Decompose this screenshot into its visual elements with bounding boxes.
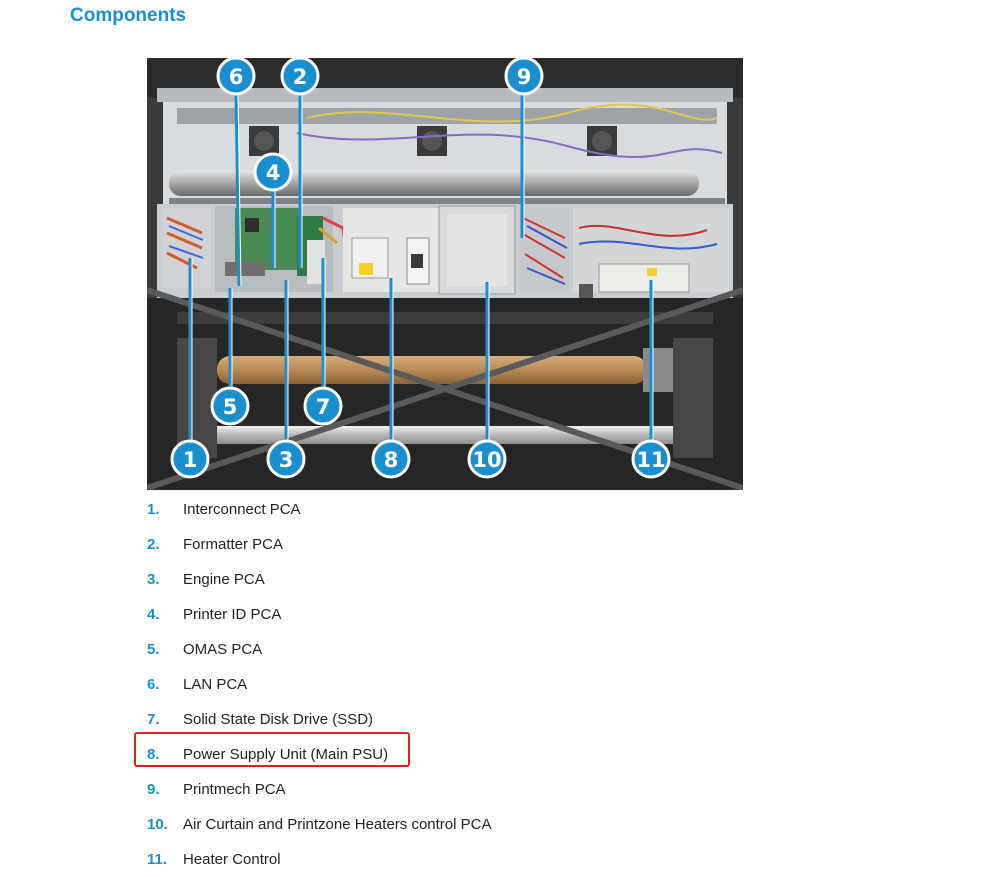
list-item: 9. Printmech PCA <box>147 772 847 807</box>
item-number: 11. <box>147 851 168 868</box>
callout-label: 4 <box>266 161 281 185</box>
list-item: 4. Printer ID PCA <box>147 597 847 632</box>
item-label: OMAS PCA <box>183 641 263 658</box>
callout-badge-1: 1 <box>170 439 210 479</box>
item-number: 6. <box>147 676 160 693</box>
callout-label: 1 <box>183 448 198 472</box>
list-item-highlighted: 8. Power Supply Unit (Main PSU) <box>147 737 847 772</box>
printer-photo-illustration: 1 2 3 4 5 6 7 8 <box>147 58 743 490</box>
callout-label: 8 <box>384 448 399 472</box>
callout-badge-4: 4 <box>253 152 293 192</box>
component-list: 1. Interconnect PCA 2. Formatter PCA 3. … <box>147 492 847 877</box>
item-number: 10. <box>147 816 168 833</box>
item-label: Heater Control <box>183 851 281 868</box>
callout-badge-6: 6 <box>216 58 256 96</box>
callout-label: 9 <box>517 65 532 89</box>
highlight-box <box>134 732 410 767</box>
callout-badge-5: 5 <box>210 386 250 426</box>
item-label: Solid State Disk Drive (SSD) <box>183 711 374 728</box>
callout-badge-8: 8 <box>371 439 411 479</box>
item-label: Formatter PCA <box>183 536 284 553</box>
item-label: Printmech PCA <box>183 781 286 798</box>
list-item: 7. Solid State Disk Drive (SSD) <box>147 702 847 737</box>
item-label: Air Curtain and Printzone Heaters contro… <box>183 816 492 833</box>
section-title: Components <box>70 5 187 26</box>
item-label: Power Supply Unit (Main PSU) <box>183 746 389 763</box>
list-item: 6. LAN PCA <box>147 667 847 702</box>
callout-label: 3 <box>279 448 294 472</box>
callout-label: 2 <box>293 65 308 89</box>
paper-roll-core <box>217 356 647 384</box>
item-number: 7. <box>147 711 160 728</box>
item-number: 5. <box>147 641 160 658</box>
list-item: 11. Heater Control <box>147 842 847 877</box>
fan-icon <box>249 126 617 156</box>
item-number: 2. <box>147 536 160 553</box>
item-number: 8. <box>147 746 160 763</box>
heater-control <box>598 263 690 293</box>
callout-badge-7: 7 <box>303 386 343 426</box>
item-label: Engine PCA <box>183 571 265 588</box>
item-label: LAN PCA <box>183 676 248 693</box>
printer-components-photo: 1 2 3 4 5 6 7 8 <box>147 58 743 490</box>
callout-badge-9: 9 <box>504 58 544 96</box>
item-number: 9. <box>147 781 160 798</box>
spindle <box>177 426 697 444</box>
list-item: 5. OMAS PCA <box>147 632 847 667</box>
item-number: 3. <box>147 571 160 588</box>
list-item: 2. Formatter PCA <box>147 527 847 562</box>
item-label: Interconnect PCA <box>183 501 301 518</box>
callout-label: 11 <box>636 448 665 472</box>
list-item: 1. Interconnect PCA <box>147 492 847 527</box>
callout-label: 7 <box>316 395 331 419</box>
callout-badge-10: 10 <box>467 439 507 479</box>
formatter-pca <box>235 208 301 270</box>
callout-label: 6 <box>229 65 244 89</box>
callout-badge-3: 3 <box>266 439 306 479</box>
list-item: 10. Air Curtain and Printzone Heaters co… <box>147 807 847 842</box>
list-item: 3. Engine PCA <box>147 562 847 597</box>
callout-label: 10 <box>472 448 501 472</box>
item-label: Printer ID PCA <box>183 606 282 623</box>
callout-badge-2: 2 <box>280 58 320 96</box>
callout-badge-11: 11 <box>631 439 671 479</box>
item-number: 4. <box>147 606 160 623</box>
callout-label: 5 <box>223 395 238 419</box>
drive-roller <box>169 170 699 196</box>
item-number: 1. <box>147 501 160 518</box>
